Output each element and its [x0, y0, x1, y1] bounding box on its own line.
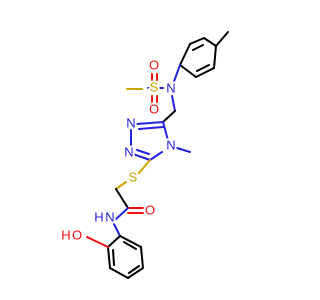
bond [115, 188, 129, 209]
bond [114, 207, 129, 221]
tolyl-ring [179, 31, 229, 78]
triazole-nitrogen-2-label: N [124, 144, 133, 159]
bond [107, 246, 111, 269]
bond-double [112, 249, 115, 266]
methyl-bond [215, 31, 229, 47]
bond [195, 67, 215, 78]
bond [179, 43, 191, 66]
bond [107, 235, 121, 248]
molecule-diagram: O S O N N N N S O N H H O [59, 31, 229, 279]
amide-oxygen-label: O [145, 202, 155, 217]
triazole-nitrogen-1-label: N [126, 115, 135, 130]
bond [203, 37, 217, 47]
bond [138, 159, 151, 174]
bond [136, 121, 164, 125]
bond [109, 267, 129, 279]
phenol-ring [86, 235, 144, 279]
sulfonyl-oxygen-bottom-label: O [149, 101, 159, 116]
sulfonamide-nitrogen-label: N [166, 80, 175, 95]
bond [112, 221, 121, 237]
bond [162, 121, 170, 145]
triazole-nitrogen-4-label: N [166, 137, 175, 152]
bond [119, 235, 142, 248]
sulfonyl-sulfur-label: S [150, 79, 159, 94]
sulfonamide-group [126, 64, 181, 112]
amide-nitrogen-label: N [105, 209, 114, 224]
bond [149, 151, 163, 161]
thioether-sulfur-label: S [129, 169, 138, 184]
phenol-hydrogen-label: H [61, 227, 70, 242]
bond-double [138, 126, 164, 130]
triazole-ring [130, 110, 191, 161]
bond [189, 37, 205, 45]
bond [171, 64, 181, 88]
sulfonyl-oxygen-top-label: O [149, 57, 159, 72]
structure-drawing: O S O N N N N S O N H H O [59, 31, 229, 279]
bond [115, 181, 127, 190]
bond [127, 267, 144, 279]
bond [179, 64, 197, 78]
bond-double [192, 44, 204, 51]
bond-double [123, 241, 137, 250]
bond [171, 95, 176, 112]
methyl-bond [176, 147, 191, 153]
amide-hydrogen-label: H [94, 209, 103, 224]
phenol-oxygen-label: O [72, 227, 82, 242]
bond-double [128, 265, 140, 274]
bond-double [136, 149, 150, 155]
hydroxyl-bond [86, 236, 109, 248]
bond [132, 153, 151, 161]
bond [140, 246, 144, 269]
linker-chain [112, 159, 151, 237]
bond [213, 45, 217, 69]
bond-double [196, 64, 210, 72]
bond [162, 110, 176, 123]
